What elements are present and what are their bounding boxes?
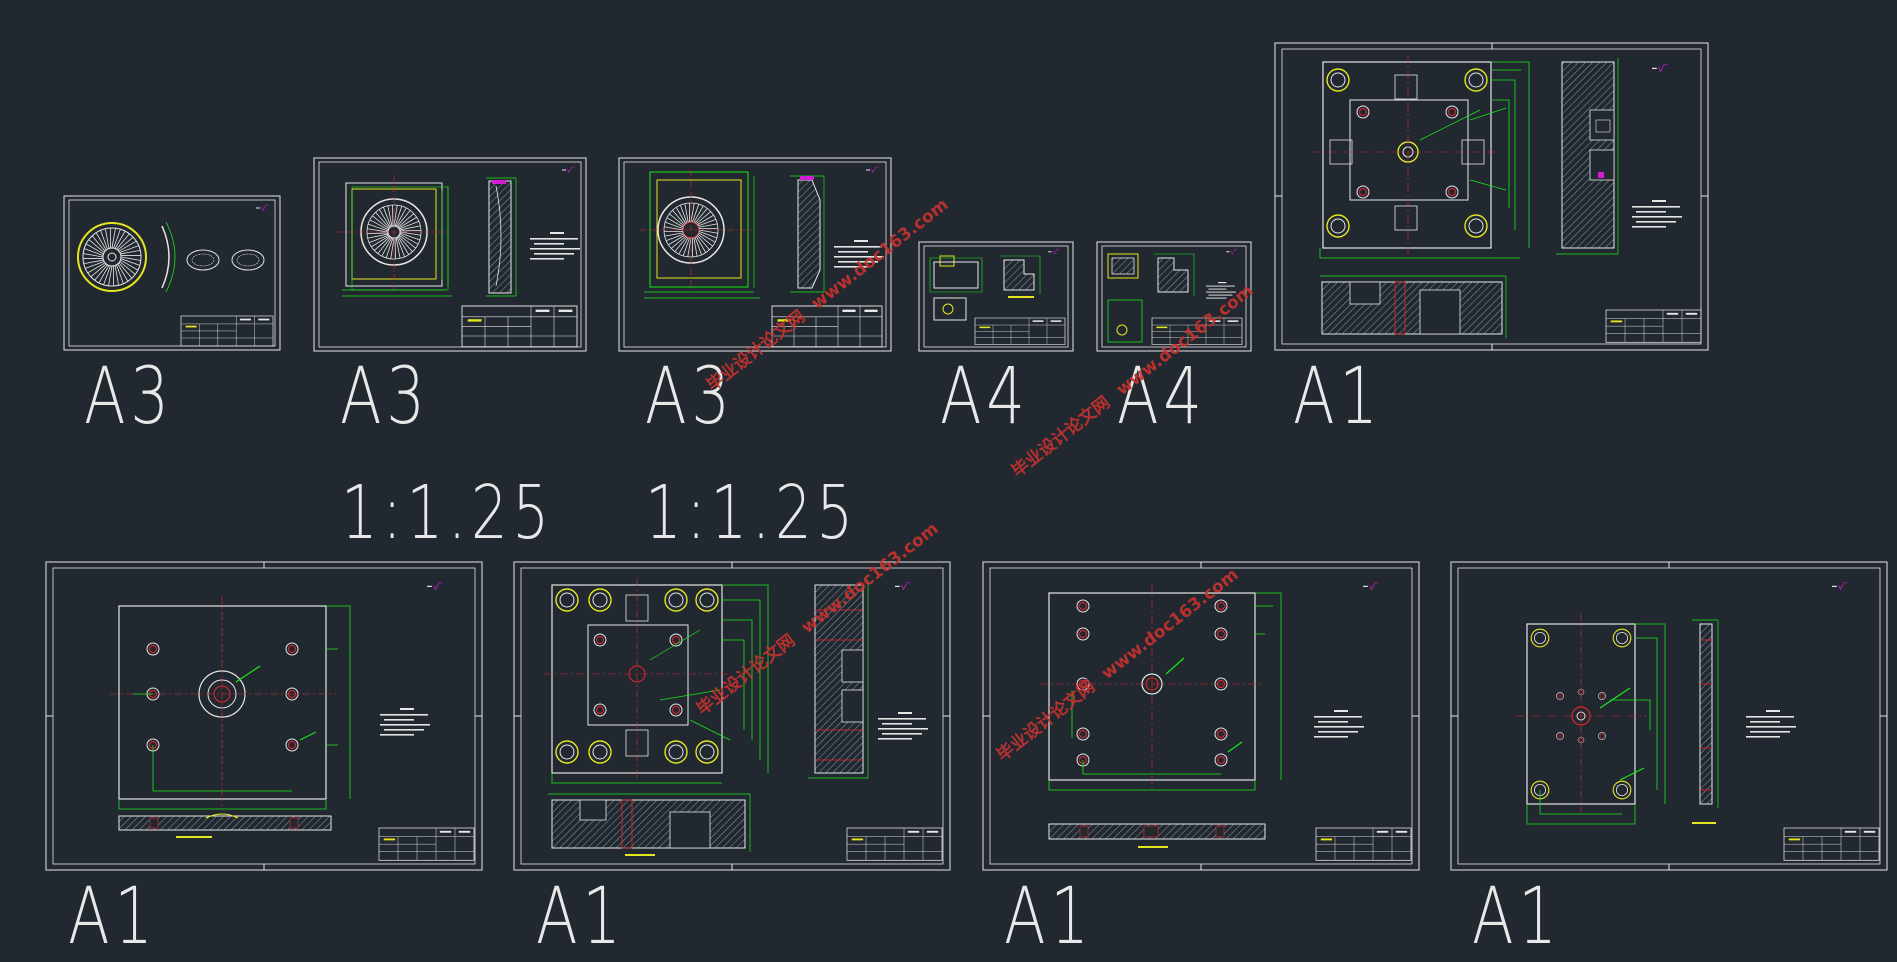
sheet-a3-mold-plate-2[interactable]: [619, 158, 891, 351]
sheet-a1-fixed-plate[interactable]: [46, 562, 482, 870]
fan-wheel-front-view: [78, 223, 146, 291]
sheet-a3-wheel-assembly[interactable]: [64, 196, 280, 350]
sheet-2-scale-label: 1:1.25: [341, 470, 554, 556]
wheel-spoke: [400, 232, 421, 235]
wheel-spoke: [391, 238, 394, 259]
sheet-4-size-label: A4: [940, 352, 1030, 442]
wheel-spoke: [395, 206, 402, 226]
sheet-2-size-label: A3: [340, 352, 430, 442]
wheel-spoke: [367, 229, 388, 232]
sheet-1-size-label: A3: [84, 352, 174, 442]
sheet-a3-mold-plate[interactable]: [314, 158, 586, 351]
sheet-a1-moving-mold-assembly[interactable]: [514, 562, 950, 870]
wheel-spoke: [400, 233, 420, 240]
wheel-spoke: [394, 205, 397, 226]
sheet-9-size-label: A1: [1004, 872, 1094, 962]
sheet-10-size-label: A1: [1472, 872, 1562, 962]
sheet-3-scale-label: 1:1.25: [645, 470, 858, 556]
sheet-a1-mold-assembly[interactable]: [1275, 43, 1708, 350]
wheel-spoke: [368, 224, 388, 231]
sheet-a1-ejector-plate[interactable]: [1451, 562, 1887, 870]
sheet-8-size-label: A1: [536, 872, 626, 962]
wheel-spoke: [386, 238, 393, 258]
sheet-6-size-label: A1: [1293, 352, 1383, 442]
sheet-a4-part-1[interactable]: [919, 242, 1073, 351]
sheet-7-size-label: A1: [68, 872, 158, 962]
